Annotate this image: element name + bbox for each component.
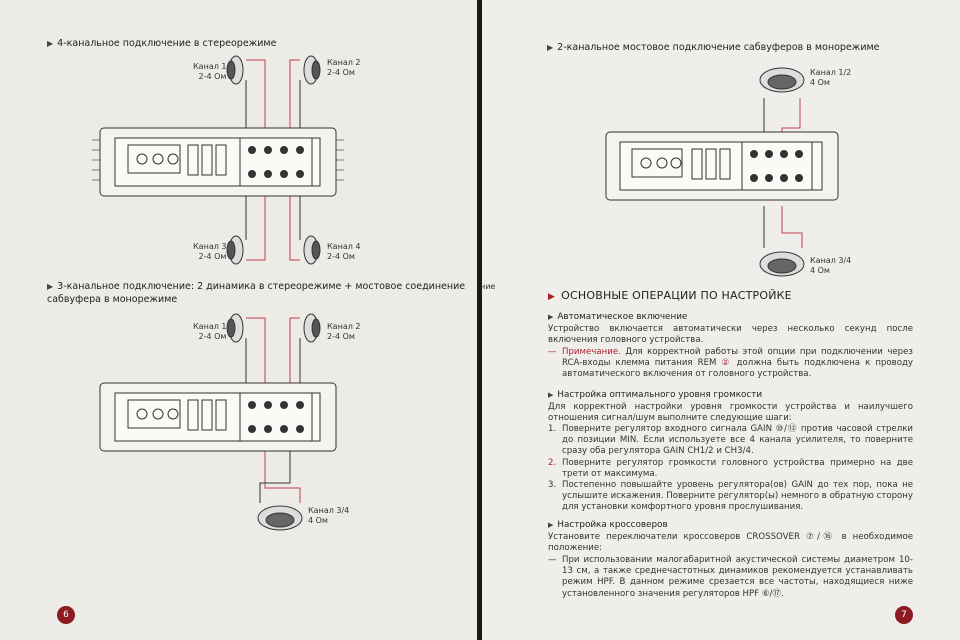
auto-on-note: — Примечание. Для корректной работы этой…	[548, 347, 914, 380]
heading-2ch-bridge: ▶2-канальное мостовое подключение сабвуф…	[547, 42, 880, 53]
speaker-icon	[226, 55, 321, 265]
page-gutter	[477, 0, 482, 640]
level-intro: Для корректной настройки уровня громкост…	[548, 402, 913, 424]
crossover-title: ▶Настройка кроссоверов	[548, 520, 668, 530]
page-number-6: 6	[57, 606, 75, 624]
diagram-3ch	[99, 313, 337, 531]
right-page: ▶2-канальное мостовое подключение сабвуф…	[482, 0, 960, 640]
heading-4ch: ▶4-канальное подключение в стереорежиме	[47, 38, 277, 49]
diagram-2ch-bridge	[605, 67, 839, 277]
speaker-icon	[226, 313, 321, 343]
section-title: ▶ОСНОВНЫЕ ОПЕРАЦИИ ПО НАСТРОЙКЕ	[548, 289, 792, 302]
crossover-intro: Установите переключатели кроссоверов CRO…	[548, 532, 913, 554]
crossover-bullet: — При использовании малогабаритной акуст…	[548, 555, 913, 599]
left-page: ▶4-канальное подключение в стереорежиме	[0, 0, 477, 640]
level-title: ▶Настройка оптимального уровня громкости	[548, 390, 763, 400]
edge-text: ние	[482, 282, 496, 291]
heading-3ch-line2: сабвуфера в монорежиме	[47, 294, 178, 305]
subwoofer-icon	[759, 67, 805, 277]
diagram-4ch	[92, 55, 344, 265]
page-number-7: 7	[895, 606, 913, 624]
subwoofer-icon	[257, 505, 303, 531]
auto-on-text: Устройство включается автоматически чере…	[548, 324, 913, 346]
heading-3ch: ▶3-канальное подключение: 2 динамика в с…	[47, 281, 466, 292]
level-steps: 1.Поверните регулятор входного сигнала G…	[548, 424, 913, 513]
auto-on-title: ▶Автоматическое включение	[548, 312, 688, 322]
